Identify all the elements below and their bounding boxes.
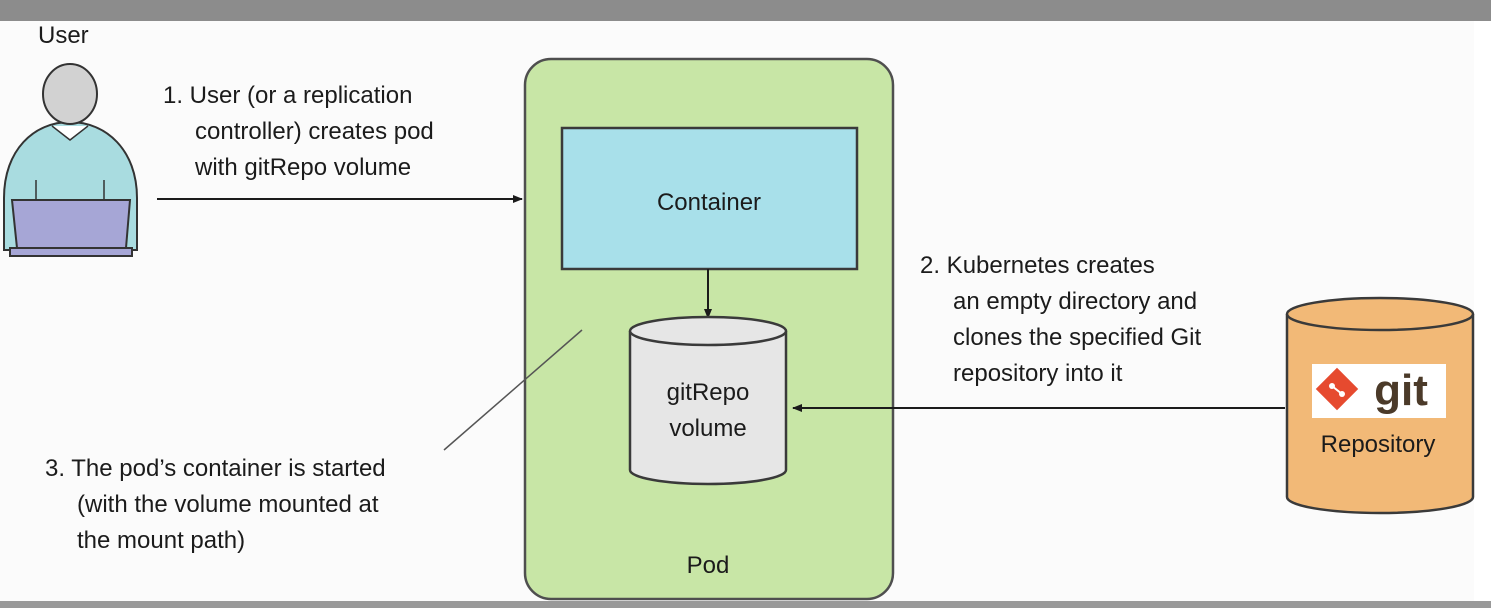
container-label: Container: [657, 189, 761, 216]
step1-line-3: with gitRepo volume: [194, 154, 411, 181]
git-logo-icon: [1312, 364, 1446, 418]
laptop-icon: [9, 199, 133, 257]
step2-line-4: repository into it: [953, 360, 1123, 387]
top-bar: [0, 0, 1491, 21]
step2-line-2: an empty directory and: [953, 288, 1197, 315]
leader-line-step3: [443, 329, 583, 451]
user-label: User: [38, 22, 89, 49]
step2-line-1: 2. Kubernetes creates: [920, 252, 1155, 279]
step1-line-2: controller) creates pod: [195, 118, 434, 145]
bottom-bar: [0, 601, 1491, 608]
pod-label: Pod: [687, 552, 730, 579]
container-box: [560, 126, 859, 271]
step1-line-1: 1. User (or a replication: [163, 82, 412, 109]
gitrepo-volume-cylinder: [628, 315, 788, 486]
git-logo-text: git: [1374, 366, 1428, 415]
step3-line-2: (with the volume mounted at: [77, 491, 379, 518]
volume-label-line-2: volume: [669, 415, 746, 442]
step3-line-1: 3. The pod’s container is started: [45, 455, 386, 482]
step3-line-3: the mount path): [77, 527, 245, 554]
step2-line-3: clones the specified Git: [953, 324, 1201, 351]
repository-label: Repository: [1321, 431, 1436, 458]
volume-label-line-1: gitRepo: [667, 379, 750, 406]
